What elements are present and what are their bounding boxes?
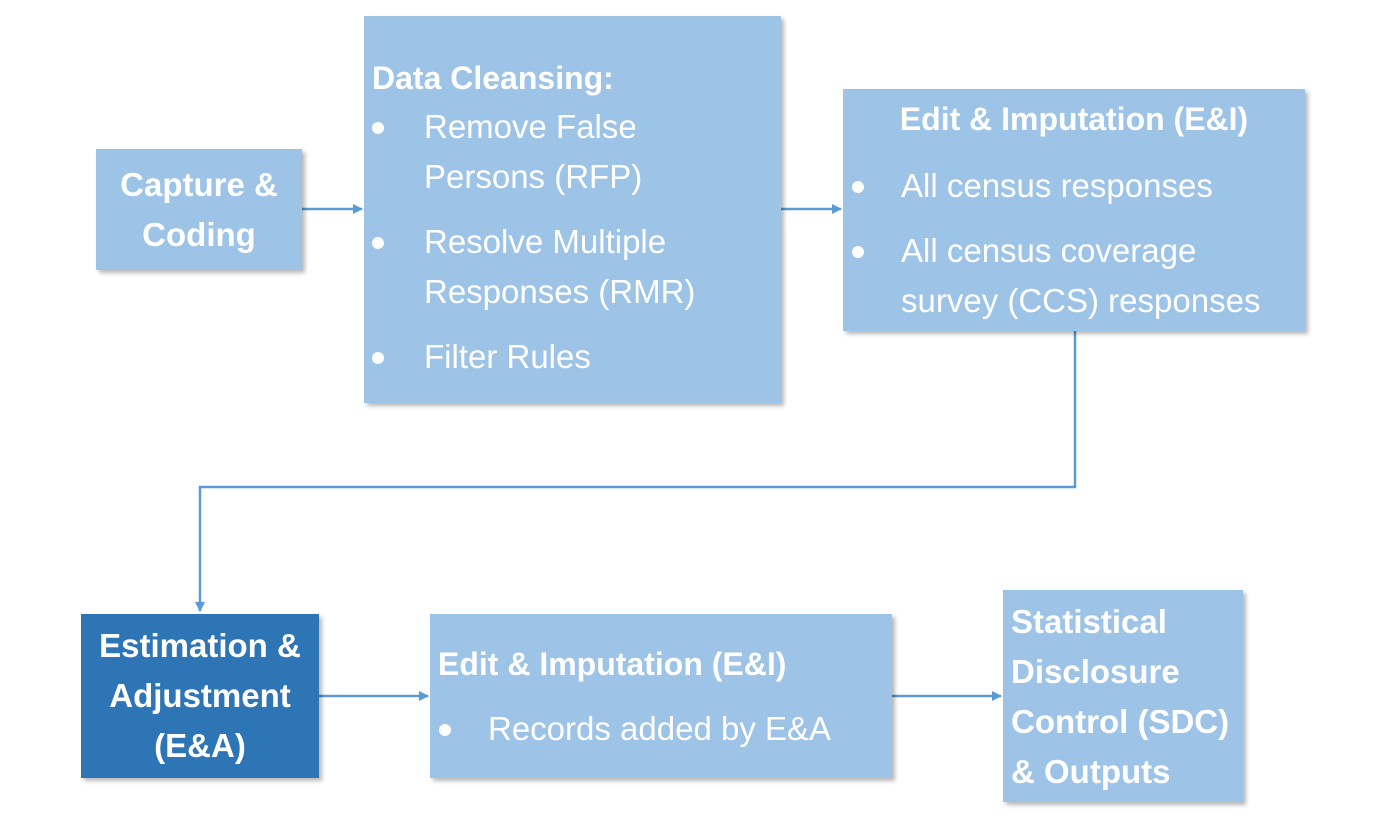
edit-bottom-item-line: Records added by E&A — [488, 710, 832, 747]
edit-bottom-item: Records added by E&A — [430, 704, 892, 754]
bullet-dot — [439, 724, 451, 736]
sdc-line-2: Disclosure — [1011, 653, 1180, 690]
sdc-line-1: Statistical — [1011, 603, 1167, 640]
bullet-dot — [852, 181, 864, 193]
edit-top-item-line: All census responses — [901, 167, 1213, 204]
cleansing-item: Resolve Multiple Responses (RMR) — [364, 217, 781, 317]
data-cleansing-box: Data Cleansing: Remove False Persons (RF… — [364, 16, 781, 403]
estimation-line-1: Estimation & — [99, 627, 301, 664]
edit-top-list: All census responses All census coverage… — [843, 161, 1305, 326]
edit-bottom-title: Edit & Imputation (E&I) — [438, 646, 787, 682]
cleansing-title: Data Cleansing: — [372, 60, 614, 96]
estimation-adjustment-box: Estimation & Adjustment (E&A) — [81, 614, 319, 778]
cleansing-item: Filter Rules — [364, 332, 781, 382]
estimation-line-2: Adjustment — [109, 677, 291, 714]
cleansing-item-line: Remove False — [424, 108, 637, 145]
estimation-line-3: (E&A) — [154, 727, 246, 764]
edit-imputation-bottom-box: Edit & Imputation (E&I) Records added by… — [430, 614, 892, 778]
capture-coding-box: Capture & Coding — [96, 149, 302, 270]
cleansing-item-line: Persons (RFP) — [424, 158, 643, 195]
cleansing-list: Remove False Persons (RFP) Resolve Multi… — [364, 102, 781, 382]
bullet-dot — [372, 122, 384, 134]
edit-top-title: Edit & Imputation (E&I) — [899, 101, 1249, 137]
capture-line-1: Capture & — [120, 165, 278, 203]
sdc-line-4: & Outputs — [1011, 753, 1171, 790]
sdc-outputs-box: Statistical Disclosure Control (SDC) & O… — [1003, 590, 1243, 802]
edit-imputation-top-box: Edit & Imputation (E&I) All census respo… — [843, 89, 1305, 331]
bullet-dot — [372, 237, 384, 249]
cleansing-item-line: Responses (RMR) — [424, 273, 696, 310]
cleansing-item-line: Filter Rules — [424, 338, 591, 375]
bullet-dot — [852, 246, 864, 258]
sdc-text: Statistical Disclosure Control (SDC) & O… — [1011, 597, 1229, 797]
edit-top-item-line: All census coverage — [901, 232, 1197, 269]
edit-top-item: All census responses — [843, 161, 1305, 211]
edit-bottom-list: Records added by E&A — [430, 704, 892, 754]
cleansing-item-line: Resolve Multiple — [424, 223, 667, 260]
cleansing-item: Remove False Persons (RFP) — [364, 102, 781, 202]
edit-top-item: All census coverage survey (CCS) respons… — [843, 226, 1305, 326]
capture-line-2: Coding — [142, 215, 256, 253]
edit-top-item-line: survey (CCS) responses — [901, 282, 1261, 319]
sdc-line-3: Control (SDC) — [1011, 703, 1230, 740]
bullet-dot — [372, 352, 384, 364]
